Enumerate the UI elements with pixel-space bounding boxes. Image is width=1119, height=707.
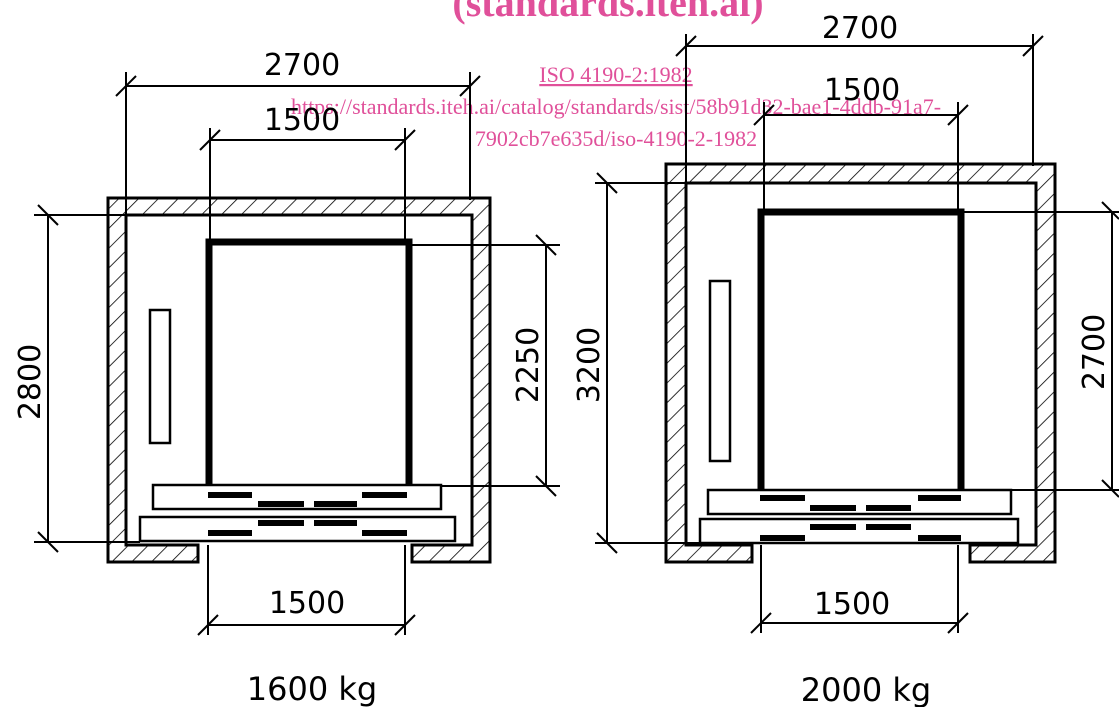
right-dim-car-depth: 2700 <box>961 201 1119 498</box>
left-shaft-width-label: 2700 <box>264 48 340 83</box>
left-shaft-walls <box>106 196 492 564</box>
left-car-depth-label: 2250 <box>511 327 546 403</box>
right-car-sill <box>706 488 1013 516</box>
right-car-depth-label: 2700 <box>1077 314 1112 390</box>
right-landing-sill <box>698 517 1020 545</box>
left-dim-car-depth: 2250 <box>409 234 560 497</box>
right-car-width-label: 1500 <box>824 73 900 108</box>
left-car-frame <box>205 238 413 484</box>
left-door-width-label: 1500 <box>269 586 345 621</box>
right-capacity-label: 2000 kg <box>801 671 931 707</box>
right-control-panel <box>708 279 732 463</box>
right-door-panels <box>760 495 961 541</box>
left-capacity-label: 1600 kg <box>247 670 377 707</box>
left-dim-door-width: 1500 <box>197 545 416 636</box>
right-shaft-width-label: 2700 <box>822 11 898 46</box>
watermark-headline: (standards.iteh.ai) <box>452 0 763 25</box>
left-dim-car-width: 1500 <box>199 103 416 242</box>
watermark-url-line-2: 7902cb7e635d/iso-4190-2-1982 <box>475 126 757 151</box>
left-shaft-depth-label: 2800 <box>13 344 48 420</box>
right-shaft: 2700 1500 3200 2700 <box>572 11 1119 707</box>
right-dim-car-width: 1500 <box>753 73 969 212</box>
left-shaft: 2700 1500 2800 2250 <box>13 48 560 707</box>
right-dim-door-width: 1500 <box>750 545 969 634</box>
left-car-width-label: 1500 <box>264 103 340 138</box>
left-dim-shaft-depth: 2800 <box>13 204 140 553</box>
left-door-panels <box>208 492 407 536</box>
right-shaft-depth-label: 3200 <box>572 327 607 403</box>
left-landing-sill <box>138 515 457 543</box>
right-car-frame <box>757 208 965 490</box>
watermark-link[interactable]: ISO 4190-2:1982 <box>539 62 692 87</box>
right-dim-shaft-depth: 3200 <box>572 172 700 554</box>
right-door-width-label: 1500 <box>814 587 890 622</box>
right-dim-shaft-width: 2700 <box>675 11 1044 183</box>
left-control-panel <box>148 308 172 445</box>
left-dim-shaft-width: 2700 <box>115 48 481 215</box>
right-shaft-walls <box>664 162 1057 564</box>
